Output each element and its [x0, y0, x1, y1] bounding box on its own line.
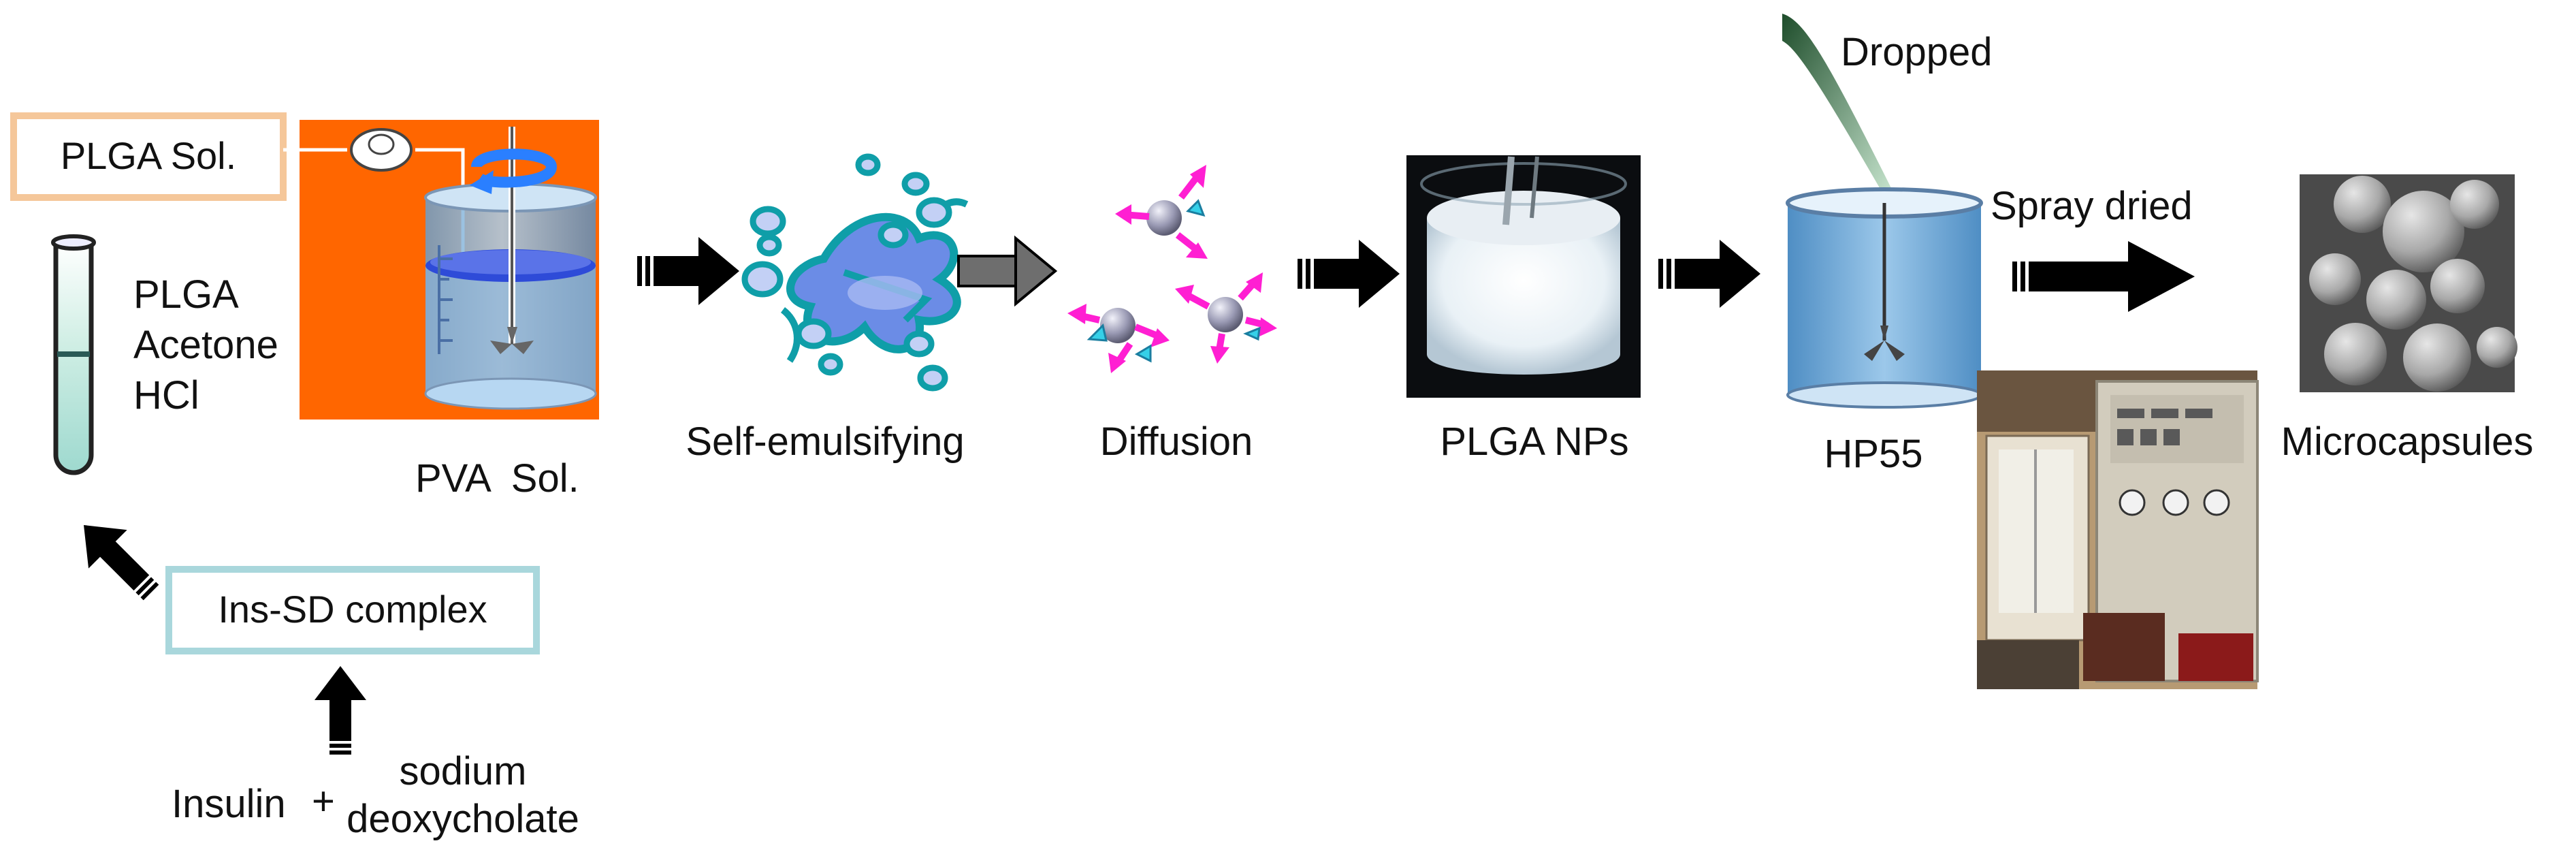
process-arrow-icon — [637, 237, 739, 305]
gray-arrow-icon — [957, 235, 1058, 307]
tube-label-hcl: HCl — [133, 373, 199, 417]
pva-beaker-panel — [283, 120, 599, 420]
pipette-icon — [1782, 0, 1907, 212]
deoxycholate-label: deoxycholate — [347, 797, 579, 841]
diffusion-illustration — [1067, 165, 1277, 373]
hp55-beaker — [1786, 187, 1983, 409]
microcapsules-sem-image — [2300, 174, 2517, 392]
process-arrow-icon — [2012, 241, 2195, 312]
hp55-label: HP55 — [1824, 432, 1922, 476]
self-emulsifying-label: Self-emulsifying — [686, 420, 964, 464]
ins-sd-complex-box — [165, 566, 540, 654]
plga-sol-label: PLGA Sol. — [61, 134, 236, 177]
process-arrow-icon — [1298, 240, 1400, 308]
test-tube — [51, 234, 96, 475]
arrow-up-icon — [315, 666, 366, 755]
insulin-label: Insulin — [172, 782, 286, 826]
tube-label-plga: PLGA — [133, 272, 239, 317]
plga-sol-box — [10, 112, 287, 201]
spray-dryer-photo — [1977, 370, 2259, 689]
plga-nps-photo — [1406, 155, 1641, 398]
tube-label-acetone: Acetone — [133, 323, 278, 367]
diffusion-label: Diffusion — [1100, 420, 1253, 464]
plga-nps-label: PLGA NPs — [1440, 420, 1628, 464]
self-emulsifying-illustration — [741, 153, 969, 392]
ins-sd-complex-label: Ins-SD complex — [218, 588, 487, 631]
pva-sol-label: PVA Sol. — [415, 456, 579, 501]
process-arrow-icon — [1658, 240, 1760, 308]
rotation-arrow-icon — [470, 148, 558, 194]
microcapsules-label: Microcapsules — [2281, 420, 2534, 464]
spray-dried-label: Spray dried — [1991, 184, 2193, 228]
arrow-to-tube-icon — [84, 525, 159, 601]
plus-label: + — [312, 779, 335, 823]
sodium-label: sodium — [400, 749, 527, 793]
dropped-label: Dropped — [1841, 30, 1992, 74]
